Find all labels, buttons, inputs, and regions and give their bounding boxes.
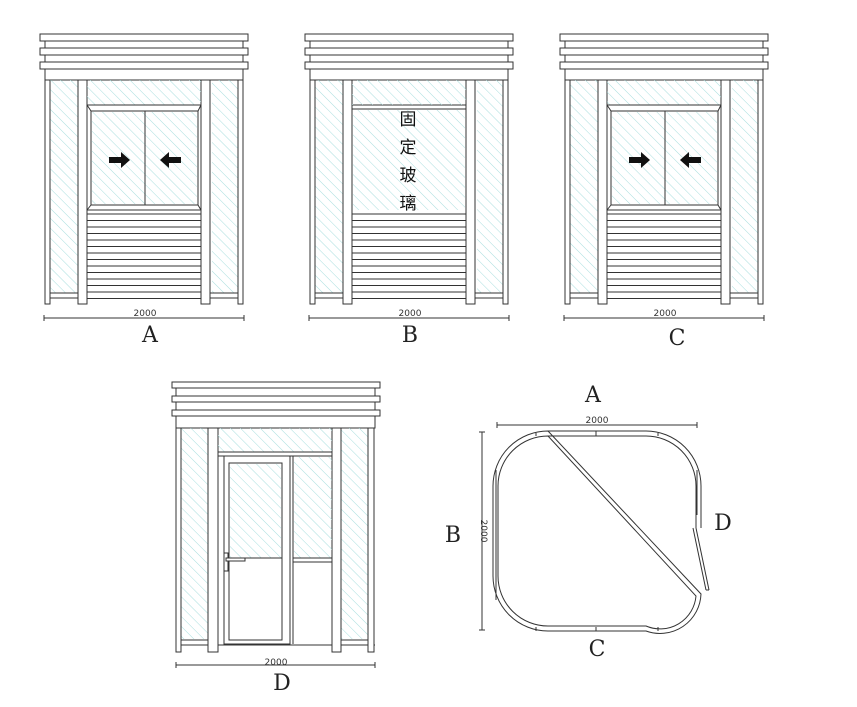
plan-door-swing [692, 527, 707, 591]
elevation-a-dimension: 2000 [134, 309, 157, 319]
post [77, 79, 88, 305]
plan-label-a: A [584, 383, 602, 408]
corner-post [502, 79, 509, 305]
glass-panel [315, 80, 343, 293]
elevation-d-dimension: 2000 [265, 658, 288, 668]
glass-panel [477, 80, 503, 293]
roof-fascia [564, 54, 764, 63]
roof-fascia [309, 54, 509, 63]
glass-panel [570, 80, 598, 293]
door-leaf [228, 462, 283, 641]
plan-depth-dimension: 2000 [478, 520, 488, 543]
post [331, 427, 342, 653]
roof-band [39, 47, 249, 56]
glass-panel [181, 428, 208, 639]
transom-glass [352, 80, 466, 105]
corner-post [175, 427, 182, 653]
line [86, 204, 92, 211]
line [717, 204, 722, 211]
transom-glass [607, 80, 721, 105]
elevation-c-label: C [669, 326, 686, 351]
post [200, 79, 211, 305]
roof-fascia [564, 40, 764, 49]
window-frame [86, 104, 202, 211]
line [606, 104, 612, 112]
corner-post [564, 79, 571, 305]
line [86, 104, 92, 112]
roof-band [171, 381, 381, 389]
window-frame [606, 104, 722, 211]
roof-fascia [44, 68, 244, 81]
line [197, 104, 202, 112]
corner-post [367, 427, 375, 653]
roof-band [39, 61, 249, 70]
post [207, 427, 219, 653]
post [597, 79, 608, 305]
roof-fascia [175, 401, 376, 411]
roof-fascia [564, 68, 764, 81]
fixed-glass-char-4: 璃 [400, 194, 417, 214]
corner-post [44, 79, 51, 305]
post [342, 79, 353, 305]
elevation-a-label: A [141, 323, 159, 348]
plan-label-c: C [589, 637, 606, 662]
elevation-d-label: D [273, 671, 291, 696]
corner-post [757, 79, 764, 305]
arrow-right-icon [109, 152, 130, 168]
plan-label-b: B [445, 523, 461, 548]
corner-post [237, 79, 244, 305]
roof-fascia [44, 40, 244, 49]
roof-band [304, 33, 514, 42]
plan-outline-outer [492, 430, 702, 634]
post [720, 79, 731, 305]
roof-band [39, 33, 249, 42]
post [465, 79, 476, 305]
roof-band [304, 47, 514, 56]
arrow-left-icon [160, 152, 181, 168]
elevation-c-dimension: 2000 [654, 309, 677, 319]
glass-panel [50, 80, 78, 293]
fixed-glass [353, 110, 465, 210]
roof-band [559, 61, 769, 70]
roof-band [559, 47, 769, 56]
glass-panel [212, 80, 238, 293]
fixed-glass-char-2: 定 [400, 138, 417, 158]
door-handle-plate [223, 552, 229, 572]
roof-band [559, 33, 769, 42]
elevation-b-label: B [402, 323, 418, 348]
corner-post [309, 79, 316, 305]
fixed-glass-char-3: 玻 [400, 166, 417, 186]
plan-door-swing [695, 527, 710, 591]
line [197, 204, 202, 211]
door-handle-icon [225, 557, 246, 562]
transom-glass [218, 428, 332, 452]
transom-glass [87, 80, 201, 105]
plan-outline [497, 435, 697, 630]
line [606, 204, 612, 211]
fixed-glass-char-1: 固 [400, 110, 417, 130]
roof-band [304, 61, 514, 70]
glass-panel [732, 80, 758, 293]
roof-fascia [175, 415, 376, 429]
roof-band [171, 395, 381, 403]
glass-panel [341, 428, 368, 639]
door-glass [230, 464, 281, 558]
roof-fascia [309, 68, 509, 81]
elevation-b-dimension: 2000 [399, 309, 422, 319]
roof-band [171, 409, 381, 417]
roof-fascia [309, 40, 509, 49]
arrow-right-icon [629, 152, 650, 168]
plan-width-dimension: 2000 [586, 416, 609, 426]
arrow-left-icon [680, 152, 701, 168]
plan-label-d: D [714, 511, 732, 536]
sidelight-glass [294, 457, 332, 558]
roof-fascia [175, 387, 376, 397]
line [717, 104, 722, 112]
roof-fascia [44, 54, 244, 63]
